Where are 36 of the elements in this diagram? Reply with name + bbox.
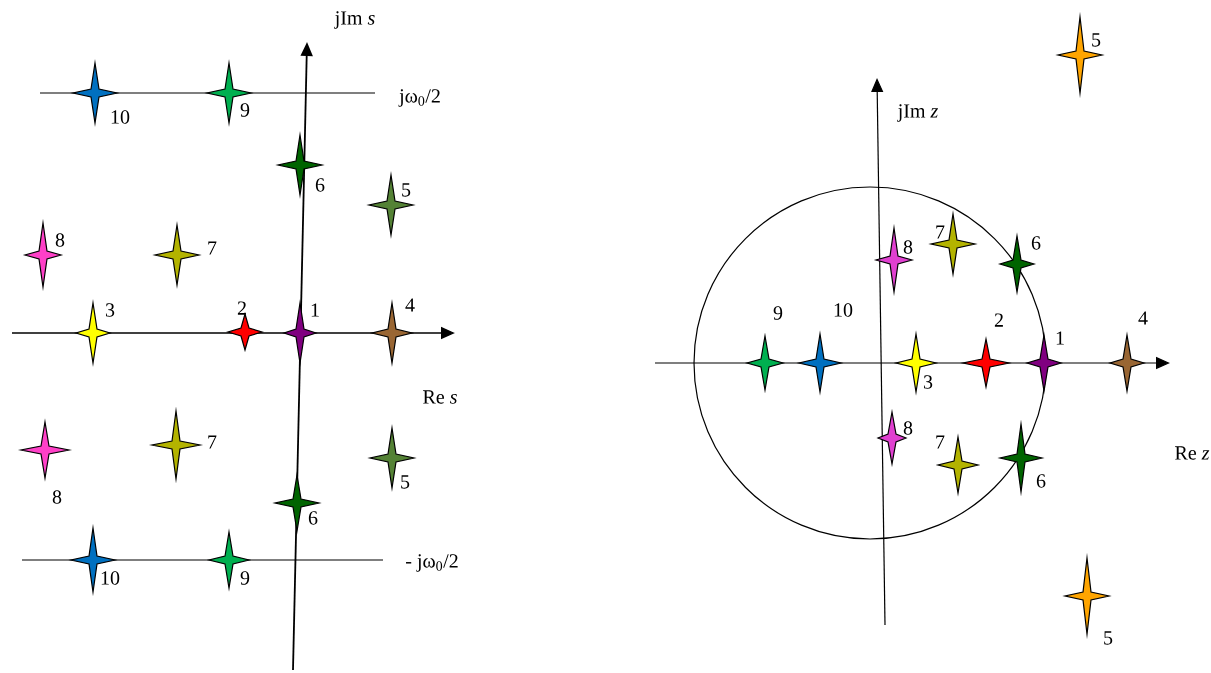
star-number: 9 <box>773 306 783 320</box>
star-number: 10 <box>111 110 130 124</box>
star-number: 5 <box>401 475 410 489</box>
star-number: 8 <box>52 490 62 504</box>
star-number: 2 <box>237 301 246 315</box>
star-number: 3 <box>923 375 933 389</box>
star-number: 3 <box>105 303 115 317</box>
star-number: 5 <box>1104 631 1113 645</box>
star-number: 6 <box>308 511 318 525</box>
axis-label: jIm z <box>897 104 938 122</box>
star-number: 4 <box>1138 311 1148 325</box>
star-number: 10 <box>101 571 120 585</box>
star-number: 7 <box>936 225 945 239</box>
star-number: 8 <box>55 233 65 247</box>
star-number: 1 <box>1056 331 1064 345</box>
star-number: 1 <box>311 303 319 317</box>
star-number: 7 <box>208 435 217 449</box>
star-number: 10 <box>834 303 853 317</box>
star-number: 8 <box>903 421 913 435</box>
star-number: 8 <box>903 240 913 254</box>
axis-label: - jω$_{0}$/2 <box>406 554 458 572</box>
star-number: 7 <box>208 241 217 255</box>
axis-label: Re z <box>1175 446 1210 460</box>
star-number: 7 <box>936 435 945 449</box>
star-number: 2 <box>994 313 1003 327</box>
star-number: 9 <box>240 103 250 117</box>
star-number: 9 <box>240 571 250 585</box>
axis-label: Re s <box>423 390 457 404</box>
star-number: 5 <box>1092 33 1101 47</box>
star-number: 5 <box>402 183 411 197</box>
axis-label: jIm s <box>334 11 375 29</box>
star-number: 6 <box>315 178 325 192</box>
star-number: 6 <box>1036 474 1046 488</box>
axis-label: jω$_{0}$/2 <box>398 89 440 107</box>
star-number: 6 <box>1031 236 1041 250</box>
star-number: 4 <box>405 298 415 312</box>
